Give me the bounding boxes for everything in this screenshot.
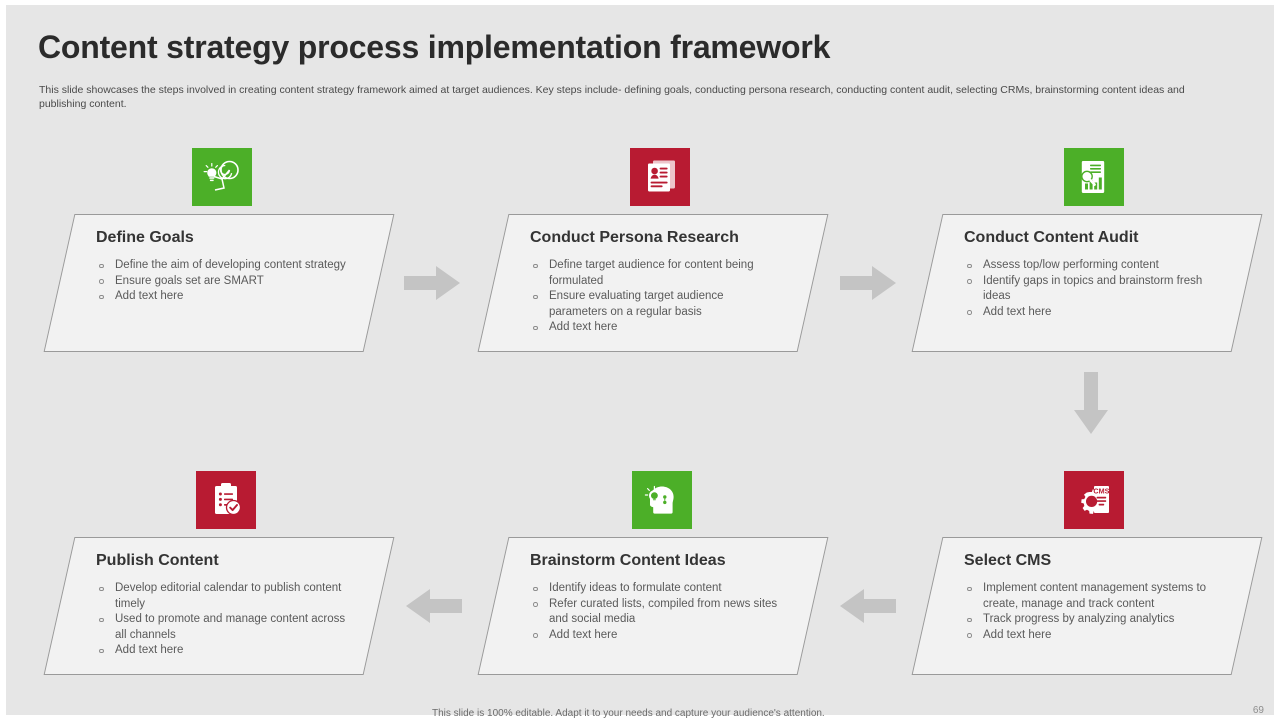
page-number: 69	[1252, 705, 1264, 716]
list-item: Implement content management systems to …	[964, 581, 1210, 612]
arrow-step1-to-step2	[404, 266, 460, 305]
step-card-content-audit[interactable]: Conduct Content Audit Assess top/low per…	[911, 214, 1263, 352]
step-card-define-goals[interactable]: Define Goals Define the aim of developin…	[43, 214, 395, 352]
list-item: Add text here	[530, 628, 778, 644]
footer-note: This slide is 100% editable. Adapt it to…	[432, 708, 825, 719]
head-lightbulb-icon	[642, 481, 682, 519]
document-chart-icon	[1075, 158, 1113, 196]
arrow-step5-to-step6	[406, 589, 462, 628]
list-item: Add text here	[96, 643, 348, 659]
list-item: Track progress by analyzing analytics	[964, 612, 1210, 628]
step-card-bullets: Define the aim of developing content str…	[96, 258, 346, 305]
step-card-bullets: Implement content management systems to …	[964, 581, 1210, 643]
list-item: Identify ideas to formulate content	[530, 581, 778, 597]
lightbulb-target-icon	[202, 159, 242, 195]
list-item: Ensure evaluating target audience parame…	[530, 289, 778, 320]
list-item: Add text here	[96, 289, 346, 305]
step-card-title: Brainstorm Content Ideas	[530, 552, 726, 569]
step-card-persona-research[interactable]: Conduct Persona Research Define target a…	[477, 214, 829, 352]
step-card-publish-content[interactable]: Publish Content Develop editorial calend…	[43, 537, 395, 675]
list-item: Add text here	[530, 320, 778, 336]
slide-subtitle: This slide showcases the steps involved …	[39, 84, 1185, 110]
persona-document-icon	[641, 158, 679, 196]
list-item: Refer curated lists, compiled from news …	[530, 597, 778, 628]
step-card-title: Select CMS	[964, 552, 1052, 569]
step-icon-tile-define-goals[interactable]	[192, 148, 252, 206]
step-card-brainstorm[interactable]: Brainstorm Content Ideas Identify ideas …	[477, 537, 829, 675]
list-item: Used to promote and manage content acros…	[96, 612, 348, 643]
step-icon-tile-publish-content[interactable]	[196, 471, 256, 529]
list-item: Develop editorial calendar to publish co…	[96, 581, 348, 612]
list-item: Identify gaps in topics and brainstorm f…	[964, 274, 1214, 305]
step-card-title: Publish Content	[96, 552, 219, 569]
arrow-step2-to-step3	[840, 266, 896, 305]
step-card-bullets: Identify ideas to formulate content Refe…	[530, 581, 778, 643]
arrow-step3-to-step4	[1074, 372, 1108, 439]
step-card-bullets: Assess top/low performing content Identi…	[964, 258, 1214, 320]
step-icon-tile-content-audit[interactable]	[1064, 148, 1124, 206]
step-icon-tile-select-cms[interactable]: CMS	[1064, 471, 1124, 529]
step-card-title: Define Goals	[96, 229, 194, 246]
step-card-select-cms[interactable]: Select CMS Implement content management …	[911, 537, 1263, 675]
list-item: Ensure goals set are SMART	[96, 274, 346, 290]
list-item: Define the aim of developing content str…	[96, 258, 346, 274]
step-card-title: Conduct Persona Research	[530, 229, 739, 246]
page-title: Content strategy process implementation …	[38, 29, 831, 65]
step-card-bullets: Define target audience for content being…	[530, 258, 778, 336]
list-item: Define target audience for content being…	[530, 258, 778, 289]
clipboard-check-icon	[207, 481, 245, 519]
arrow-step4-to-step5	[840, 589, 896, 628]
gear-cms-document-icon: CMS	[1074, 481, 1114, 519]
list-item: Add text here	[964, 305, 1214, 321]
step-card-bullets: Develop editorial calendar to publish co…	[96, 581, 348, 659]
list-item: Add text here	[964, 628, 1210, 644]
cms-icon-label: CMS	[1093, 487, 1109, 496]
step-icon-tile-brainstorm[interactable]	[632, 471, 692, 529]
step-icon-tile-persona-research[interactable]	[630, 148, 690, 206]
list-item: Assess top/low performing content	[964, 258, 1214, 274]
step-card-title: Conduct Content Audit	[964, 229, 1139, 246]
